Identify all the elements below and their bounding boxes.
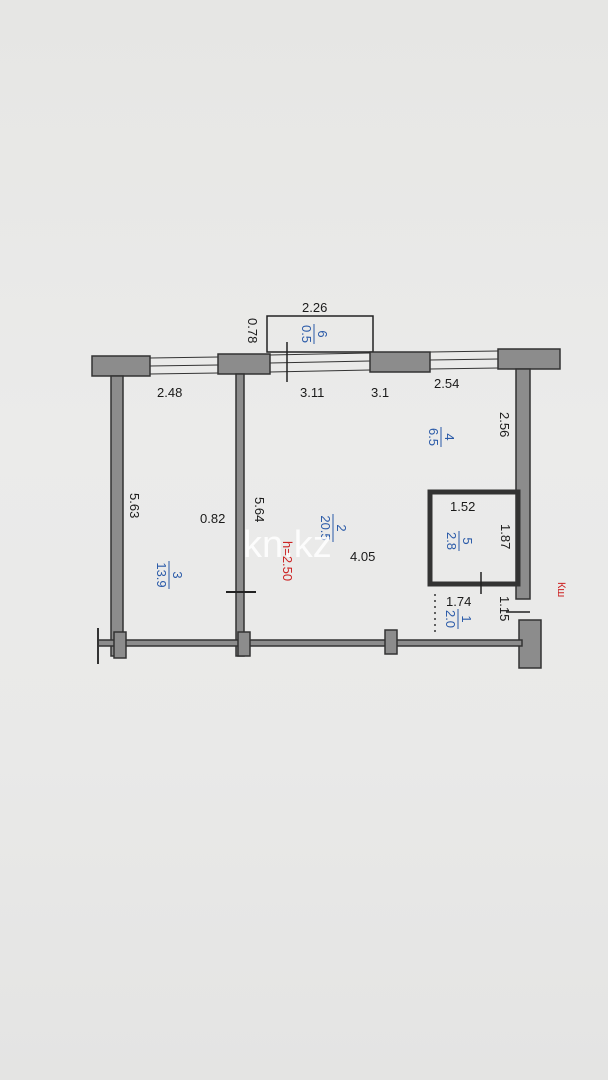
room-6-label: 6 0.5 (299, 324, 330, 344)
svg-text:2.8: 2.8 (444, 532, 459, 550)
bottom-pier-3 (384, 629, 398, 655)
middle-wall (235, 373, 245, 657)
ceiling-height: h=2.50 (280, 541, 295, 581)
dim-2-48: 2.48 (157, 385, 182, 400)
dim-5-64: 5.64 (252, 497, 267, 522)
bottom-wall (97, 639, 523, 647)
svg-text:13.9: 13.9 (154, 562, 169, 587)
dim-1-87: 1.87 (498, 524, 513, 549)
top-wall-left (91, 355, 151, 377)
dim-1-15: 1.15 (497, 596, 512, 621)
dim-1-52: 1.52 (450, 499, 475, 514)
room-5-label: 5 2.8 (444, 531, 475, 551)
dim-2-54: 2.54 (434, 376, 459, 391)
side-label: Кш (555, 582, 567, 597)
bathroom-wall (427, 489, 521, 587)
svg-text:2: 2 (334, 524, 349, 531)
svg-text:4: 4 (442, 433, 457, 440)
svg-text:5: 5 (460, 537, 475, 544)
svg-text:3: 3 (170, 571, 185, 578)
bottom-pier-2 (237, 631, 251, 657)
dim-4-05: 4.05 (350, 549, 375, 564)
window-3 (429, 350, 499, 370)
dim-3-11: 3.11 (300, 385, 324, 400)
dim-3-11-b: 3.1 (371, 385, 389, 400)
top-wall-right (497, 348, 561, 370)
dim-balcony-width: 2.26 (302, 300, 327, 315)
bottom-pier-1 (113, 631, 127, 659)
watermark: kn.kz (243, 524, 332, 566)
svg-text:6.5: 6.5 (426, 428, 441, 446)
top-wall-mid (369, 351, 431, 373)
room-1-label: 1 2.0 (443, 609, 474, 629)
room-4-label: 4 6.5 (426, 427, 457, 447)
dim-1-74: 1.74 (446, 594, 471, 609)
svg-text:6: 6 (315, 330, 330, 337)
dim-2-56: 2.56 (497, 412, 512, 437)
window-2 (269, 352, 371, 373)
window-1 (149, 356, 219, 375)
dim-balcony-depth: 0.78 (245, 318, 260, 343)
room-3-label: 3 13.9 (154, 561, 185, 589)
svg-text:1: 1 (459, 615, 474, 622)
svg-text:0.5: 0.5 (299, 325, 314, 343)
balcony-outline (266, 315, 374, 353)
room-2-label: 2 20.5 (318, 514, 349, 542)
dim-5-63: 5.63 (127, 493, 142, 518)
svg-text:2.0: 2.0 (443, 610, 458, 628)
left-wall (110, 375, 124, 657)
top-wall-pier (217, 353, 271, 375)
svg-text:20.5: 20.5 (318, 515, 333, 540)
dim-0-82: 0.82 (200, 511, 225, 526)
